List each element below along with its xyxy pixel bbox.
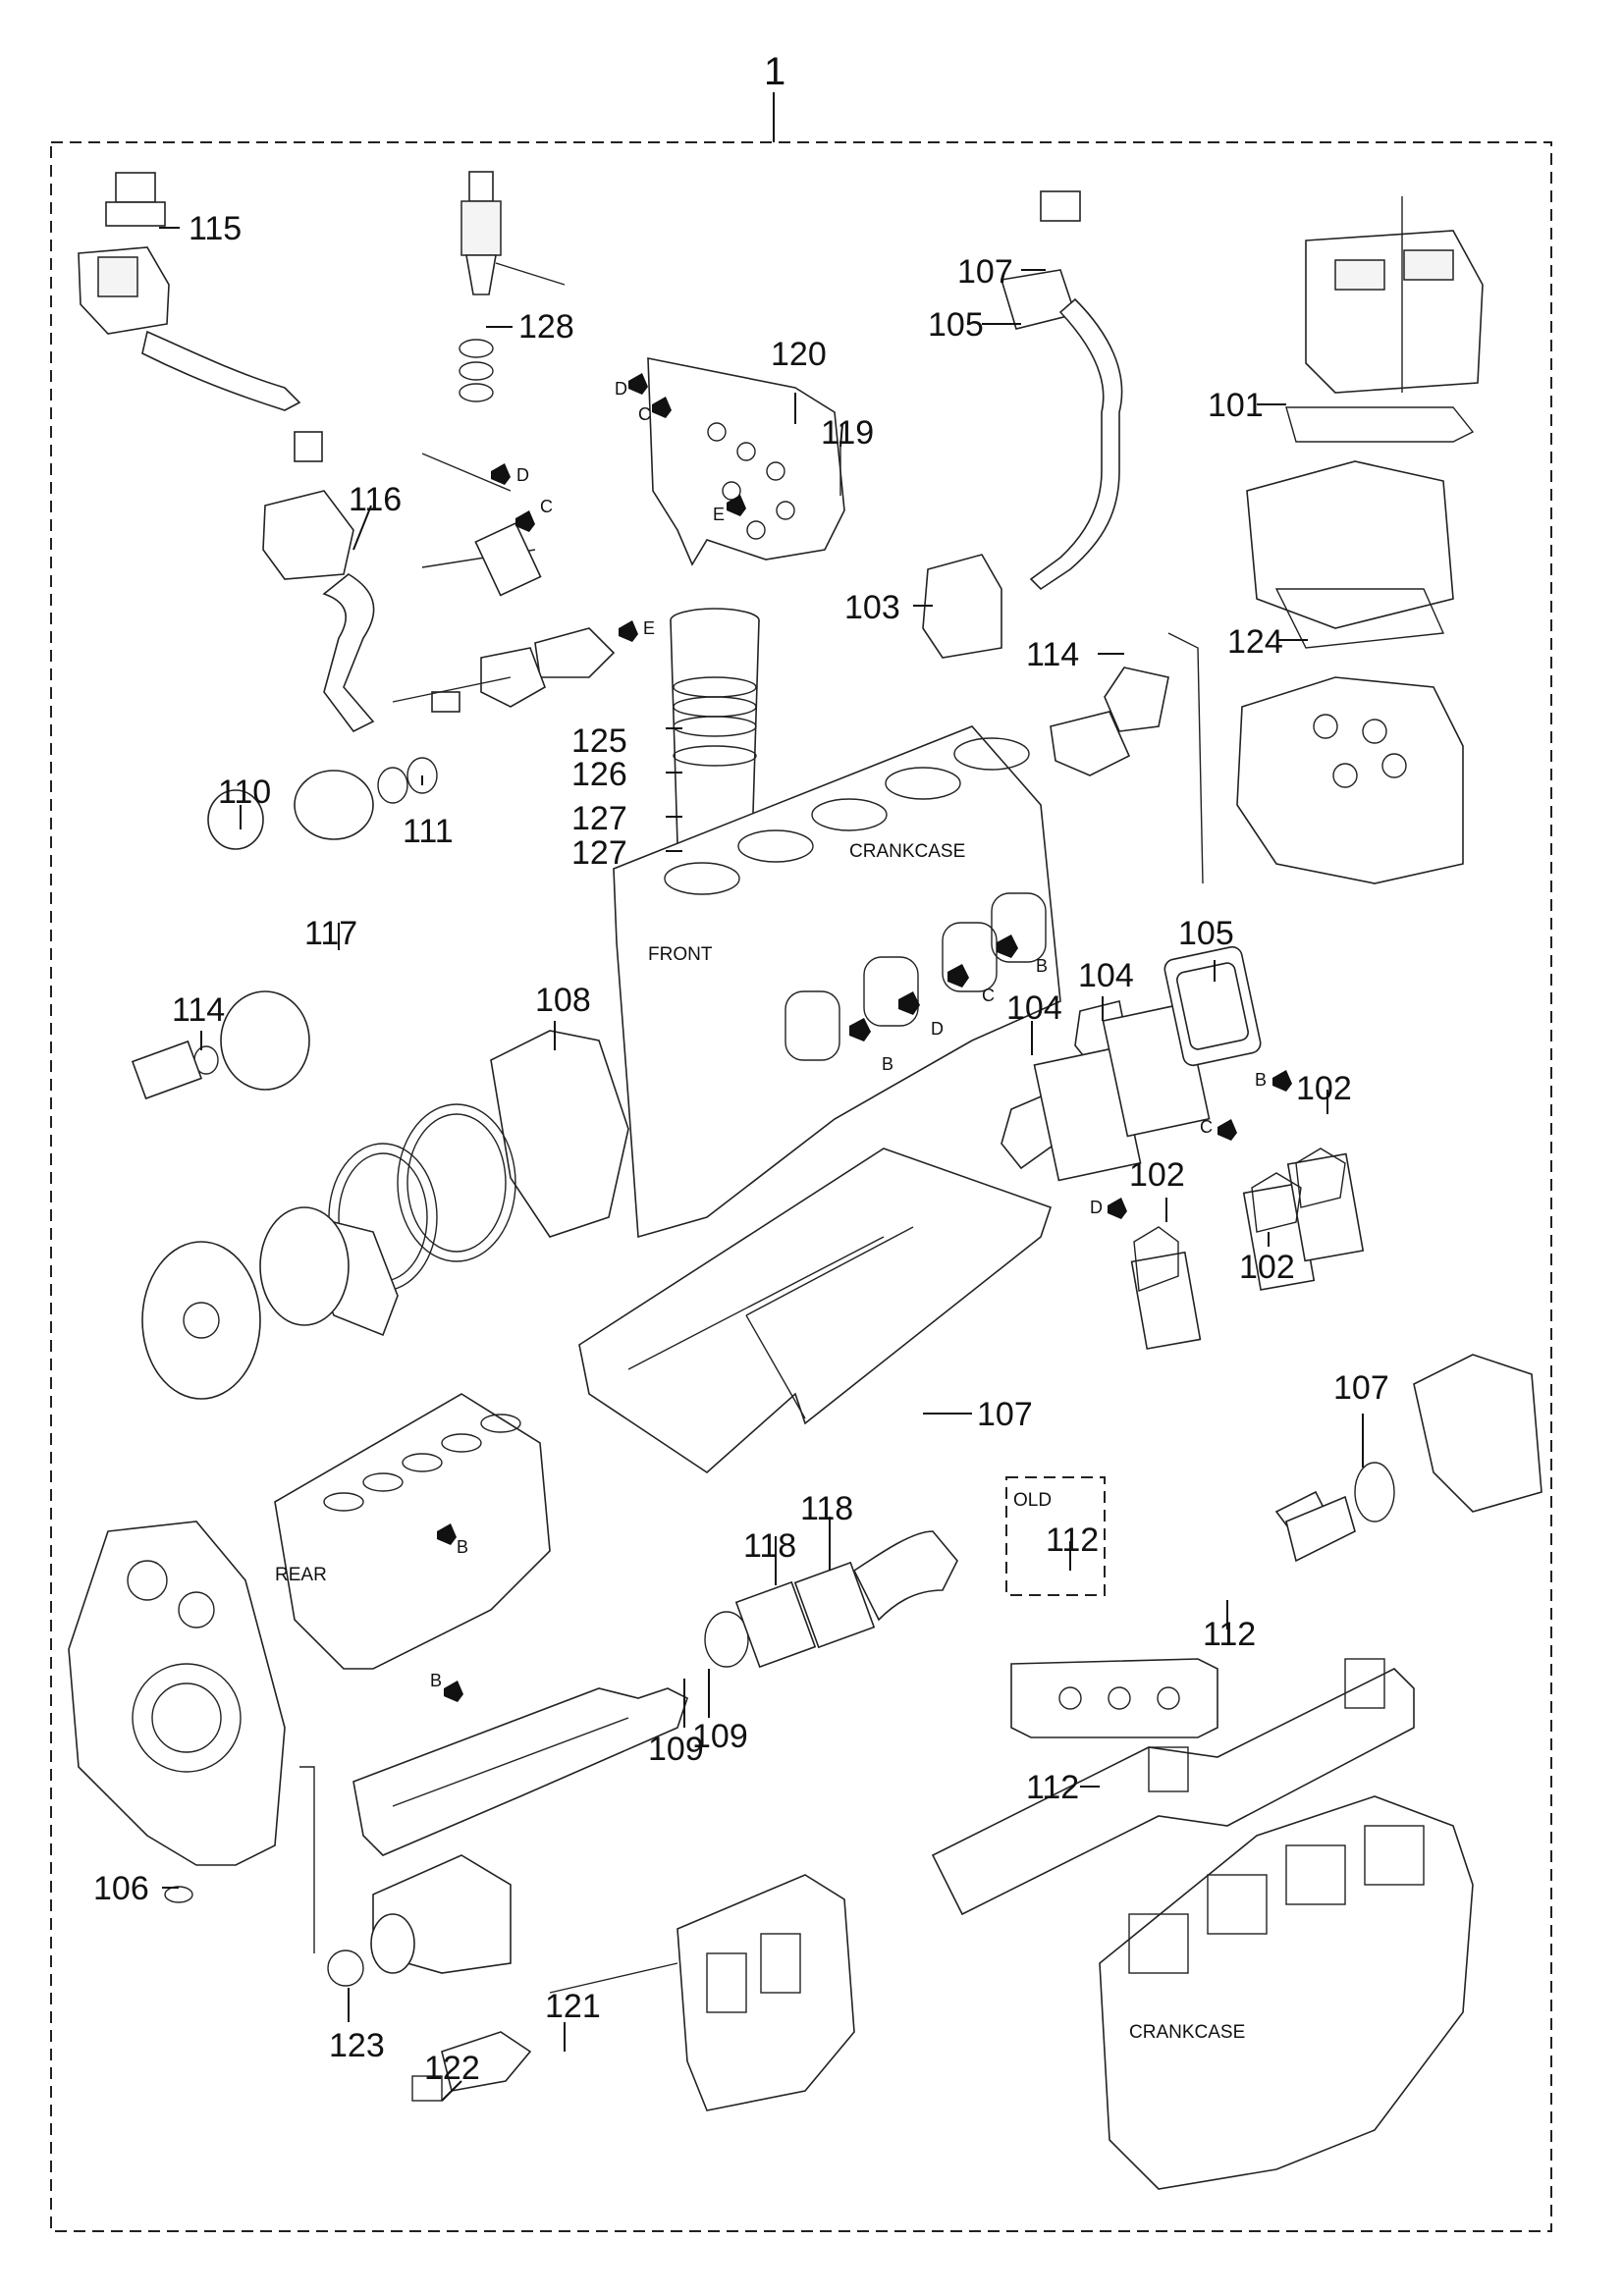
callout-114-left: 114 xyxy=(172,991,225,1029)
arrow-tag-c-1: C xyxy=(638,397,672,424)
callout-120: 120 xyxy=(771,336,827,373)
turbo-flange xyxy=(1274,1354,1542,1563)
arrow-tag-b-4: B xyxy=(437,1523,468,1557)
callout-102-top: 102 xyxy=(1296,1070,1352,1107)
arrow-tag-c-3: C xyxy=(947,964,995,1005)
callout-104-b: 104 xyxy=(1078,957,1134,994)
svg-text:C: C xyxy=(1200,1117,1213,1137)
svg-text:C: C xyxy=(540,497,553,516)
callout-107-right: 107 xyxy=(1333,1369,1389,1407)
label-crankcase-top: CRANKCASE xyxy=(849,841,965,862)
callout-119: 119 xyxy=(821,414,874,452)
arrow-tag-b-2: B xyxy=(849,1018,893,1074)
callout-128: 128 xyxy=(518,308,574,346)
svg-text:B: B xyxy=(882,1054,893,1074)
arrow-tag-b-5: B xyxy=(430,1671,463,1702)
svg-text:C: C xyxy=(638,404,651,424)
svg-text:E: E xyxy=(643,618,655,638)
callout-102-bottom: 102 xyxy=(1239,1249,1295,1286)
injection-pump xyxy=(411,1874,855,2111)
complete-engine-view xyxy=(1099,1795,1474,2190)
callout-110: 110 xyxy=(218,774,271,811)
crankcase-block xyxy=(613,725,1061,1239)
callout-108: 108 xyxy=(535,982,591,1019)
callout-116: 116 xyxy=(349,481,402,518)
arrow-tag-c-4: C xyxy=(1200,1117,1237,1141)
intake-manifold xyxy=(352,1530,958,1856)
callout-107-pan: 107 xyxy=(977,1396,1033,1433)
injector-assembly xyxy=(459,171,566,402)
side-gaskets xyxy=(1001,945,1365,1350)
water-outlet-assembly xyxy=(78,172,375,733)
callout-127-b: 127 xyxy=(571,834,627,872)
front-cover-seals xyxy=(141,1030,629,1400)
label-crankcase-bottom: CRANKCASE xyxy=(1129,2022,1245,2043)
label-rear: REAR xyxy=(275,1565,327,1585)
callout-112-old: 112 xyxy=(1046,1522,1099,1559)
callout-107-top: 107 xyxy=(957,253,1013,291)
svg-text:B: B xyxy=(457,1537,468,1557)
callout-126: 126 xyxy=(571,756,627,793)
arrow-tag-d-3: D xyxy=(898,991,944,1039)
callout-117: 117 xyxy=(304,915,357,952)
svg-text:D: D xyxy=(615,379,627,399)
callout-105-top: 105 xyxy=(928,306,984,344)
callout-123: 123 xyxy=(329,2027,385,2064)
arrow-tag-e-1: E xyxy=(713,495,746,524)
callout-109-b: 109 xyxy=(692,1718,748,1755)
cylinder-liner xyxy=(670,608,760,845)
callout-122: 122 xyxy=(424,2050,480,2087)
svg-text:D: D xyxy=(931,1019,944,1039)
svg-text:D: D xyxy=(1090,1198,1103,1217)
assembly-frame xyxy=(50,141,1552,2232)
svg-text:B: B xyxy=(1036,956,1048,976)
arrow-tag-b-3: B xyxy=(1255,1070,1292,1092)
water-pipe-assembly xyxy=(922,190,1204,884)
old-inset-frame xyxy=(1005,1476,1106,1596)
gear-plate-assembly xyxy=(647,357,845,566)
assembly-callout-label: 1 xyxy=(764,50,785,93)
linkage-assembly xyxy=(392,453,616,713)
pulley-assembly xyxy=(131,757,438,1100)
callout-127-a: 127 xyxy=(571,800,627,837)
arrow-tag-c-2: C xyxy=(515,497,553,532)
callout-106: 106 xyxy=(93,1870,149,1907)
callout-112-bottom: 112 xyxy=(1026,1769,1079,1806)
svg-text:C: C xyxy=(982,986,995,1005)
callout-118-b: 118 xyxy=(800,1490,853,1527)
arrow-tag-d-1: D xyxy=(615,373,648,399)
flywheel-housing xyxy=(68,1521,286,1903)
arrow-tag-d-2: D xyxy=(491,463,529,485)
label-old: OLD xyxy=(1013,1490,1052,1511)
label-front: FRONT xyxy=(648,944,713,965)
arrow-tag-e-2: E xyxy=(619,618,655,642)
callout-124: 124 xyxy=(1227,623,1283,661)
rear-block-view xyxy=(274,1393,551,1670)
cylinder-head-assembly xyxy=(1236,196,1484,884)
callout-114-top: 114 xyxy=(1026,636,1079,673)
callout-104-a: 104 xyxy=(1006,989,1062,1027)
callout-109-a: 109 xyxy=(648,1731,704,1768)
callout-121: 121 xyxy=(545,1988,601,2025)
exhaust-manifold xyxy=(931,1658,1415,1916)
callout-105-right: 105 xyxy=(1178,915,1234,952)
arrow-tag-d-4: D xyxy=(1090,1198,1127,1219)
svg-text:B: B xyxy=(1255,1070,1267,1090)
callout-103: 103 xyxy=(844,589,900,626)
svg-text:D: D xyxy=(516,465,529,485)
callout-112-right: 112 xyxy=(1203,1616,1256,1653)
callout-125: 125 xyxy=(571,722,627,760)
callout-115: 115 xyxy=(189,210,242,247)
svg-text:E: E xyxy=(713,505,725,524)
callout-101: 101 xyxy=(1208,387,1264,424)
callout-118-a: 118 xyxy=(743,1527,796,1565)
leader-lines xyxy=(159,227,1364,2102)
svg-text:B: B xyxy=(430,1671,442,1690)
callout-111: 111 xyxy=(403,813,454,850)
oil-pan xyxy=(578,1148,1053,1474)
callout-102-mid: 102 xyxy=(1129,1156,1185,1194)
starter-motor xyxy=(299,1766,512,1987)
arrow-tag-b-1: B xyxy=(997,934,1048,976)
